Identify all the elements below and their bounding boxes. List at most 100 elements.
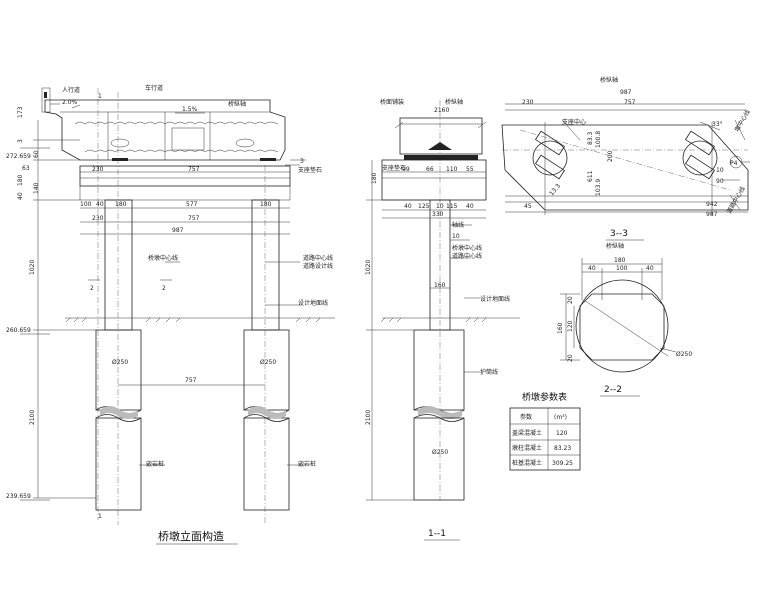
- s11-dim-10b: 10: [452, 233, 460, 240]
- dim-63: 63: [22, 165, 30, 172]
- dim-180-l: 180: [115, 201, 127, 208]
- s33-column-right: [682, 140, 718, 176]
- s11-dim-1020: 1020: [365, 260, 372, 275]
- table-row-2-value: 83.23: [554, 445, 571, 452]
- s33-dim-987-top: 987: [620, 89, 632, 96]
- road-design-label: 道路设计线: [303, 262, 333, 270]
- s33-dim-833: 83.3: [587, 131, 594, 145]
- cut-1-bottom: 1: [98, 513, 102, 520]
- deck-bottom-line: [84, 149, 279, 153]
- s33-dim-942: 942: [706, 201, 718, 208]
- s33-outline: [501, 124, 749, 211]
- dim-577: 577: [186, 201, 198, 208]
- section-22-title: 2--2: [604, 385, 622, 395]
- s11-dim-40: 40: [404, 203, 412, 210]
- s11-dim-110: 110: [446, 166, 458, 173]
- s22-pile-circle: [575, 279, 669, 373]
- table-row-3-value: 309.25: [552, 460, 573, 467]
- s33-dim-90: 90: [716, 178, 724, 185]
- s33-right-label-2: 墩中心线: [733, 108, 752, 133]
- s11-dim-66: 66: [426, 166, 434, 173]
- s11-top-label-left: 桥面铺装: [380, 98, 404, 106]
- pile-left-upper: [95, 329, 142, 411]
- pile-label-left: 嵌岩桩: [146, 460, 164, 468]
- dim-987: 987: [172, 227, 184, 234]
- s11-dim-115: 115: [446, 203, 458, 210]
- bearing-right: [260, 158, 276, 161]
- dim-60: 60: [33, 150, 40, 158]
- pile-label-right: 嵌岩桩: [298, 460, 316, 468]
- s22-diameter: Ø250: [676, 351, 692, 358]
- dim-140: 140: [33, 182, 40, 194]
- s33-dim-133: 13.3: [548, 182, 562, 197]
- dim-2100: 2100: [29, 410, 36, 425]
- s33-bearing-center: 支座中心: [562, 118, 586, 126]
- slope-left: 2.0%: [62, 99, 78, 106]
- s22-dim-40b: 40: [646, 265, 654, 272]
- s11-dim-125: 125: [418, 203, 430, 210]
- s22-dim-120: 120: [567, 320, 574, 332]
- s33-dim-230: 230: [522, 99, 534, 106]
- table-row-1-label: 盖梁混凝土: [512, 429, 542, 437]
- column-left: [104, 199, 133, 331]
- railing: [41, 87, 51, 113]
- elev-top: 272.659: [6, 153, 31, 160]
- s33-angle: 33°: [712, 121, 723, 128]
- elev-ground: 260.659: [6, 327, 31, 334]
- s33-axis-label: 桥纵轴: [600, 76, 618, 84]
- dim-3: 3: [17, 139, 24, 143]
- pile-right-upper: [243, 329, 290, 411]
- s22-dim-20b: 20: [567, 354, 574, 362]
- s33-column-left: [532, 140, 568, 176]
- s33-dim-10: 10: [716, 167, 724, 174]
- s11-dim-180: 180: [371, 172, 378, 184]
- s11-dim-99: 99: [402, 166, 410, 173]
- s11-bearing-label: 支座垫石: [382, 164, 406, 172]
- s33-dim-757: 757: [624, 99, 636, 106]
- pile-diameter-left: Ø250: [112, 359, 128, 366]
- dim-180-r: 180: [260, 201, 272, 208]
- table-row-2-label: 墩柱混凝土: [512, 444, 542, 452]
- pile-right-lower: [243, 417, 290, 511]
- s33-dim-45: 45: [524, 203, 532, 210]
- dim-100: 100: [80, 201, 92, 208]
- column-right: [251, 199, 280, 331]
- pier-center-label: 桥墩中心线: [148, 254, 178, 262]
- dim-757-piles: 757: [185, 377, 197, 384]
- s11-pier-center: 桥墩中心线: [452, 244, 482, 252]
- s11-casing-label: 护筒线: [480, 368, 498, 376]
- ground-label: 设计地面线: [298, 299, 328, 307]
- s11-pile-upper: [413, 329, 465, 411]
- s11-ground-label: 设计地面线: [480, 295, 510, 303]
- bearing-stone-label: 支座垫石: [298, 166, 322, 174]
- box-girder-outline: [44, 99, 286, 161]
- table-header-unit: (m³): [554, 414, 567, 421]
- s11-dim-40b: 40: [466, 203, 474, 210]
- pile-left-lower: [95, 417, 142, 511]
- s11-bearing: [404, 155, 478, 160]
- pile-diameter-right: Ø250: [260, 359, 276, 366]
- dim-40-h: 40: [96, 201, 104, 208]
- s11-dim-55: 55: [466, 166, 474, 173]
- table-row-1-value: 120: [556, 430, 568, 437]
- parameter-table: 桥墩参数表 参数 (m³) 盖梁混凝土 120 墩柱混凝土 83.23 桩基混凝…: [509, 391, 581, 471]
- table-title: 桥墩参数表: [522, 391, 567, 403]
- dim-757-top: 757: [188, 166, 200, 173]
- bearing-left: [112, 158, 128, 161]
- s22-dim-40: 40: [588, 265, 596, 272]
- cell-opening-right: [235, 138, 255, 148]
- s11-pile-diameter: Ø250: [432, 449, 448, 456]
- s11-dim-10: 10: [436, 203, 444, 210]
- s11-pile-lower: [413, 417, 465, 501]
- s11-deck: [399, 117, 483, 155]
- section-33-title: 3--3: [610, 229, 628, 239]
- s22-axis-label: 桥纵轴: [606, 242, 624, 250]
- deck-web-line: [74, 121, 279, 125]
- s22-dim-100: 100: [616, 265, 628, 272]
- railing-post: [44, 92, 47, 98]
- s11-dim-2100: 2100: [365, 410, 372, 425]
- s11-top-label-right: 桥纵轴: [445, 98, 463, 106]
- dim-230-top: 230: [92, 166, 104, 173]
- s11-dim-160: 160: [434, 282, 446, 289]
